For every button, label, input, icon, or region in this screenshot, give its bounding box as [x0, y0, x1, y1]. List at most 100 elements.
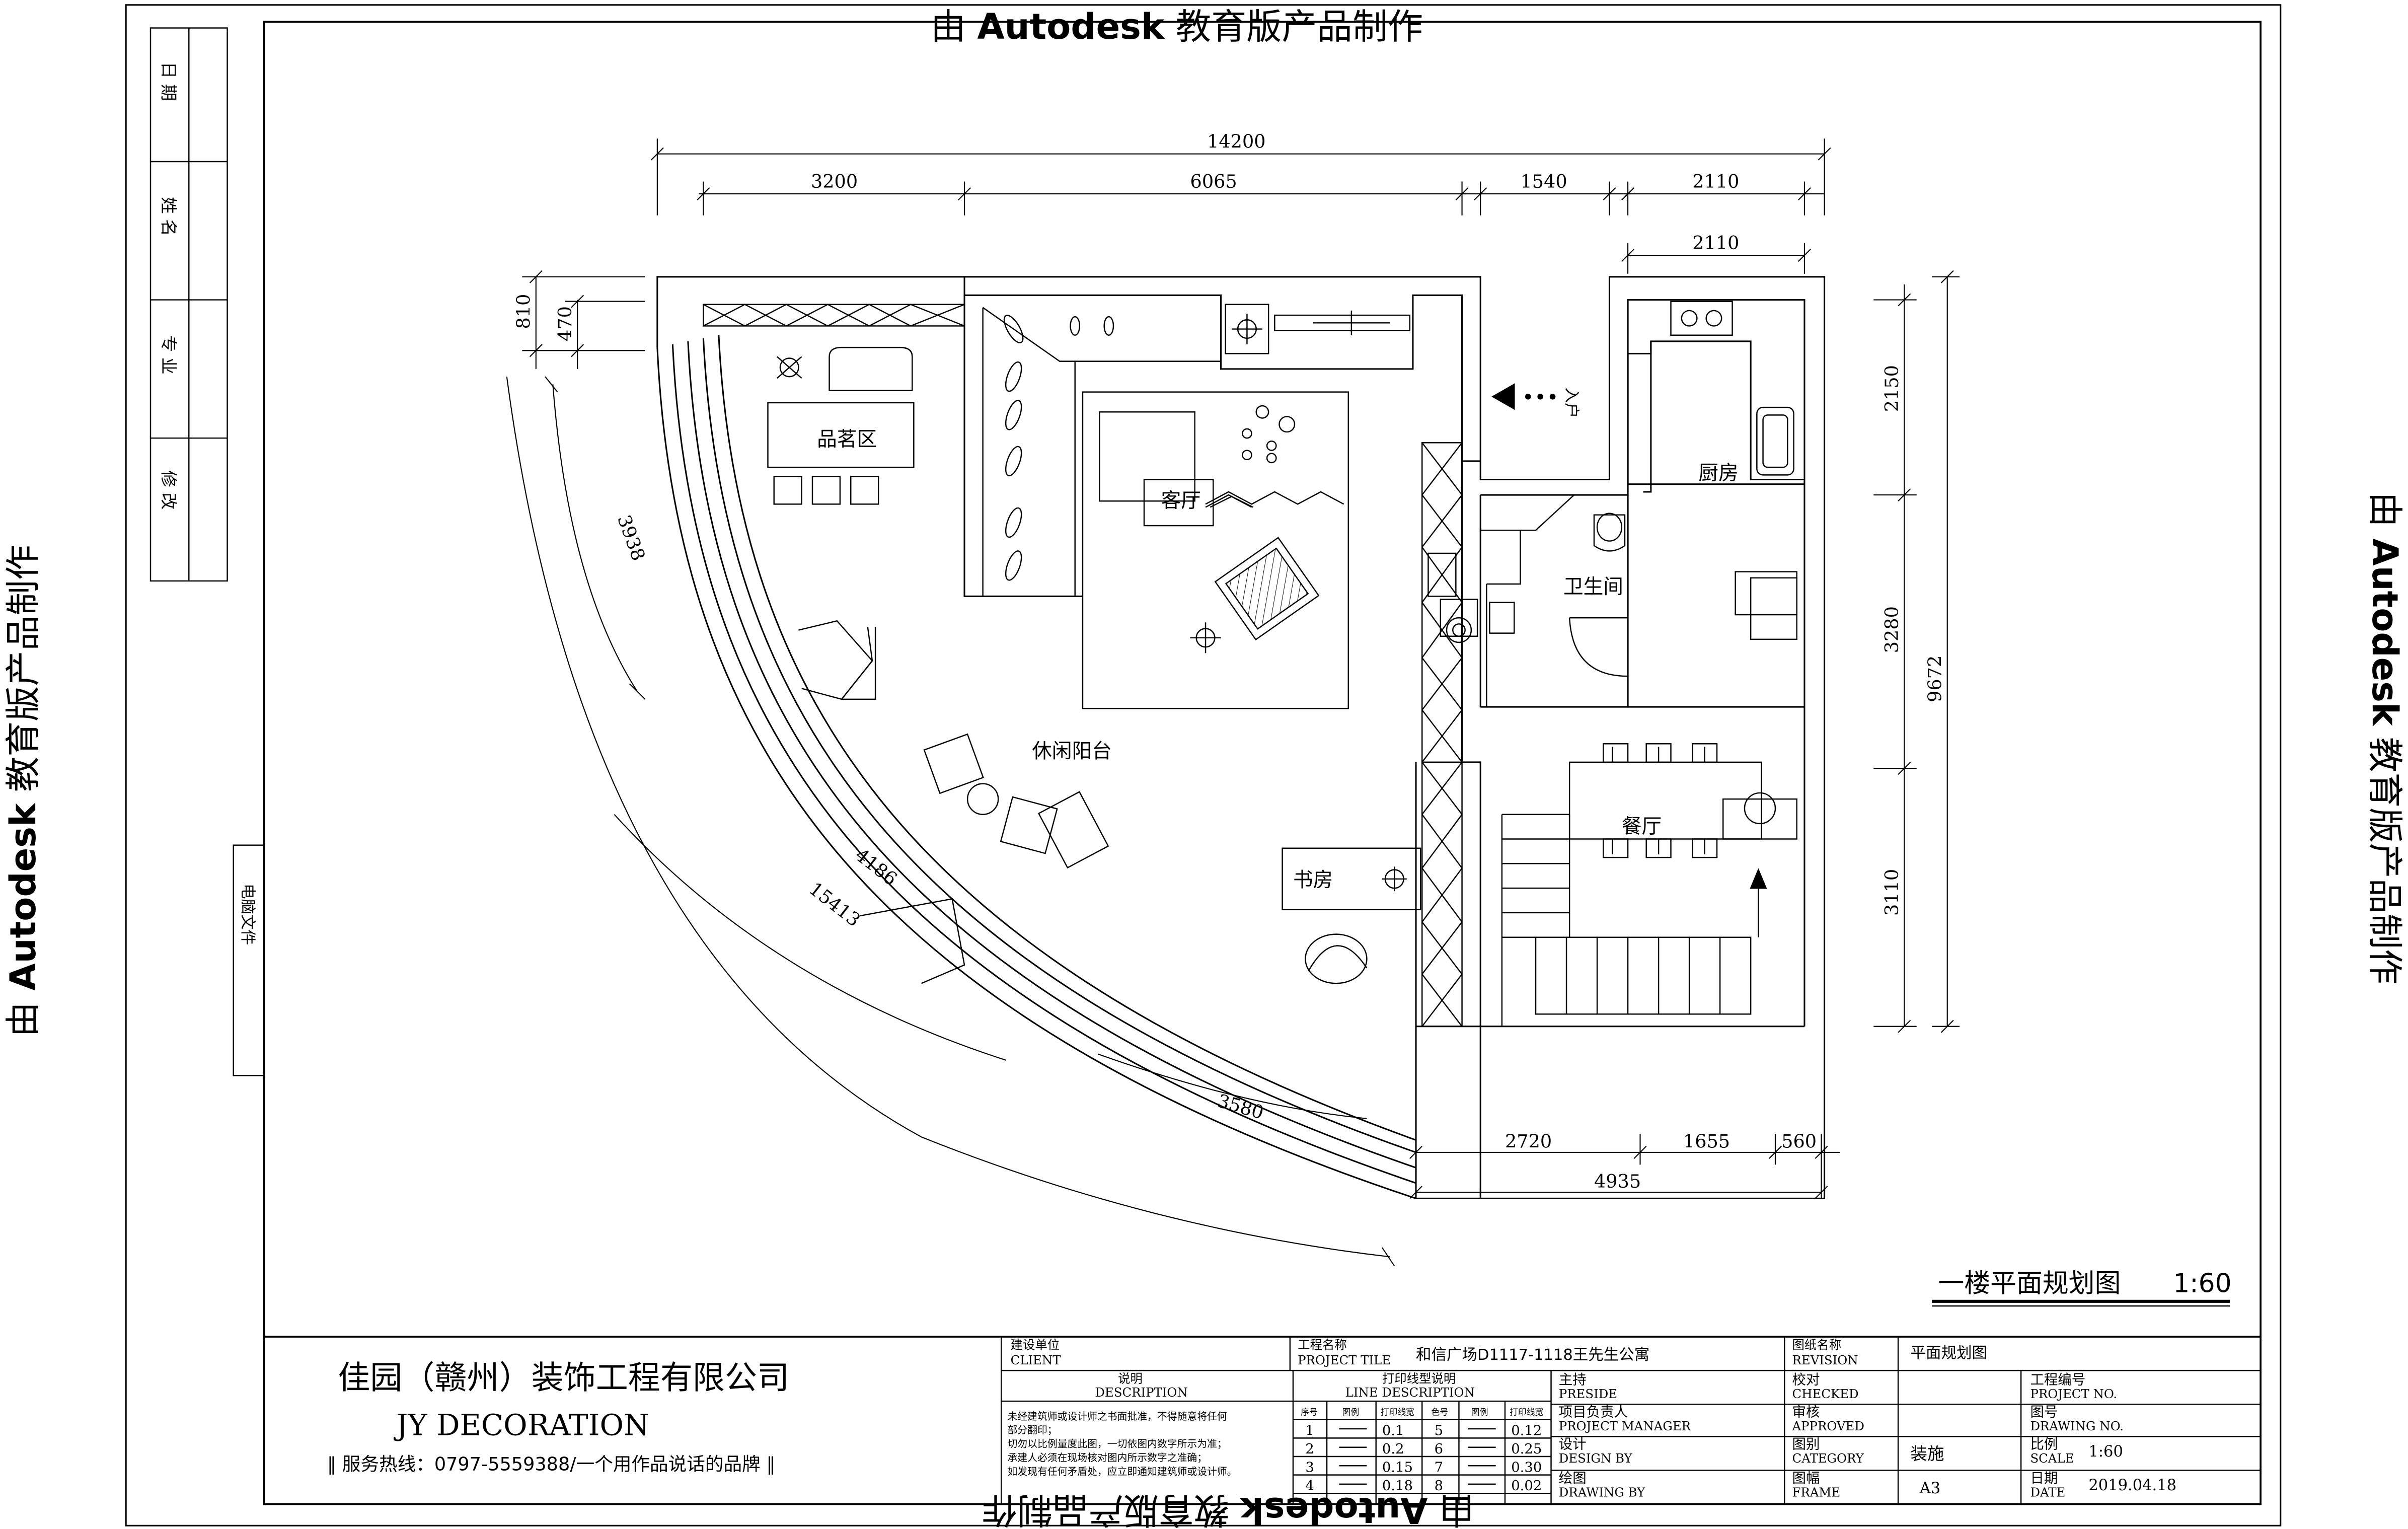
strip-label-date: 日 期: [159, 62, 178, 101]
living-room: [982, 295, 1411, 709]
dim-bottom-total: 4935: [1594, 1171, 1641, 1192]
drawing-title: 一楼平面规划图: [1938, 1269, 2121, 1299]
svg-text:5: 5: [1435, 1423, 1443, 1438]
svg-text:0.1: 0.1: [1382, 1423, 1404, 1438]
svg-text:DRAWING NO.: DRAWING NO.: [2030, 1419, 2124, 1433]
svg-text:DRAWING BY: DRAWING BY: [1559, 1485, 1645, 1499]
dim-right-total: 9672: [1924, 656, 1945, 702]
svg-text:项目负责人: 项目负责人: [1559, 1405, 1628, 1420]
top-cabinet: [703, 304, 965, 327]
frame-value: A3: [1919, 1480, 1940, 1497]
dim-top-4: 2110: [1692, 171, 1739, 192]
svg-text:由 Autodesk 教育版产品制作: 由 Autodesk 教育版产品制作: [2364, 492, 2405, 984]
drawing-name: 平面规划图: [1910, 1345, 1987, 1362]
date-value: 2019.04.18: [2088, 1477, 2176, 1494]
room-label-dining: 餐厅: [1622, 815, 1662, 838]
watermark-top: 由 Autodesk 教育版产品制作: [931, 6, 1423, 47]
svg-text:工程编号: 工程编号: [2030, 1372, 2085, 1388]
strip-label-name: 姓 名: [159, 197, 178, 236]
svg-text:绘图: 绘图: [1559, 1471, 1587, 1486]
room-label-living: 客厅: [1161, 489, 1201, 512]
svg-text:校对: 校对: [1792, 1372, 1820, 1388]
svg-text:图纸名称: 图纸名称: [1792, 1337, 1842, 1352]
svg-text:切勿以比例量度此图，一切依图内数字所示为准；: 切勿以比例量度此图，一切依图内数字所示为准；: [1007, 1438, 1227, 1450]
svg-text:SCALE: SCALE: [2030, 1451, 2074, 1466]
service-fixtures: [1421, 301, 1797, 1027]
walls: [656, 276, 1826, 1199]
dim-bottom-1: 2720: [1505, 1131, 1552, 1152]
svg-text:PROJECT TILE: PROJECT TILE: [1298, 1353, 1391, 1367]
room-label-kitchen: 厨房: [1698, 462, 1738, 485]
svg-text:图例: 图例: [1342, 1407, 1360, 1417]
svg-text:4: 4: [1305, 1478, 1314, 1494]
dim-left-2: 470: [554, 306, 576, 341]
company-name-cn: 佳园（赣州）装饰工程有限公司: [338, 1360, 789, 1397]
title-block-company: 佳园（赣州）装饰工程有限公司 JY DECORATION ‖ 服务热线：0797…: [327, 1360, 789, 1475]
project-name: 和信广场D1117-1118王先生公寓: [1416, 1346, 1649, 1364]
svg-text:8: 8: [1435, 1478, 1443, 1494]
svg-text:由 Autodesk 教育版产品制作: 由 Autodesk 教育版产品制作: [982, 1489, 1474, 1529]
svg-text:7: 7: [1435, 1460, 1443, 1475]
room-label-tea: 品茗区: [817, 427, 877, 451]
room-label-study: 书房: [1293, 868, 1333, 892]
svg-text:打印线宽: 打印线宽: [1381, 1407, 1414, 1417]
svg-text:DESIGN BY: DESIGN BY: [1559, 1451, 1633, 1466]
drawing-scale: 1:60: [2173, 1269, 2231, 1299]
svg-text:建设单位: 建设单位: [1011, 1337, 1060, 1352]
svg-text:FRAME: FRAME: [1792, 1485, 1841, 1499]
svg-text:未经建筑师或设计师之书面批准，不得随意将任何: 未经建筑师或设计师之书面批准，不得随意将任何: [1007, 1411, 1227, 1422]
watermark-right: 由 Autodesk 教育版产品制作: [2364, 492, 2405, 984]
svg-text:部分翻印；: 部分翻印；: [1007, 1424, 1057, 1436]
watermark-bottom: 由 Autodesk 教育版产品制作: [982, 1489, 1474, 1529]
room-labels: 品茗区 客厅 厨房 卫生间 休闲阳台 餐厅 书房 入户: [817, 387, 1739, 892]
svg-text:由 Autodesk 教育版产品制作: 由 Autodesk 教育版产品制作: [3, 545, 44, 1037]
dim-arc-1: 3938: [613, 512, 649, 563]
svg-text:比例: 比例: [2030, 1437, 2058, 1452]
room-label-bath: 卫生间: [1563, 575, 1623, 598]
tea-area: [767, 346, 915, 505]
svg-text:0.02: 0.02: [1511, 1478, 1542, 1494]
dim-bottom-3: 560: [1781, 1131, 1817, 1152]
svg-text:0.15: 0.15: [1382, 1460, 1413, 1475]
svg-text:打印线宽: 打印线宽: [1510, 1407, 1543, 1417]
svg-text:PROJECT MANAGER: PROJECT MANAGER: [1559, 1419, 1691, 1433]
svg-text:2: 2: [1305, 1441, 1314, 1457]
svg-text:0.25: 0.25: [1511, 1441, 1542, 1457]
strip-label-major: 专 业: [159, 335, 178, 375]
room-label-balcony: 休闲阳台: [1032, 740, 1112, 763]
svg-text:审核: 审核: [1792, 1405, 1820, 1420]
svg-text:设计: 设计: [1559, 1437, 1587, 1452]
svg-text:APPROVED: APPROVED: [1792, 1419, 1864, 1433]
svg-text:DATE: DATE: [2030, 1485, 2065, 1499]
svg-text:色号: 色号: [1432, 1407, 1449, 1417]
svg-text:0.12: 0.12: [1511, 1423, 1542, 1438]
left-strip-labels: 日 期 姓 名 专 业 修 改 电脑文件: [159, 62, 256, 945]
title-block-text: 建设单位 CLIENT 工程名称 PROJECT TILE 和信广场D1117-…: [1007, 1337, 2176, 1499]
svg-text:图别: 图别: [1792, 1437, 1820, 1452]
svg-text:图幅: 图幅: [1792, 1471, 1820, 1486]
svg-text:如发现有任何矛盾处，应立即通知建筑师或设计师。: 如发现有任何矛盾处，应立即通知建筑师或设计师。: [1007, 1466, 1237, 1478]
room-label-entrance: 入户: [1562, 387, 1580, 418]
dim-top-total: 14200: [1207, 131, 1265, 153]
svg-text:0.18: 0.18: [1382, 1478, 1413, 1494]
dim-right-2: 3280: [1881, 606, 1903, 653]
balcony-study: [798, 491, 1421, 984]
dim-arc-3: 15413: [805, 878, 864, 931]
dim-left-1: 810: [513, 294, 535, 329]
svg-text:DESCRIPTION: DESCRIPTION: [1095, 1385, 1187, 1400]
svg-text:PROJECT NO.: PROJECT NO.: [2030, 1387, 2117, 1401]
svg-text:由 Autodesk 教育版产品制作: 由 Autodesk 教育版产品制作: [931, 6, 1423, 47]
sheet-border: [125, 4, 2282, 1526]
category-value: 装施: [1910, 1444, 1944, 1464]
arc-dimensions: [506, 376, 1395, 1267]
svg-text:工程名称: 工程名称: [1298, 1337, 1347, 1352]
company-name-en: JY DECORATION: [394, 1408, 649, 1442]
svg-text:日期: 日期: [2030, 1471, 2058, 1486]
svg-text:主持: 主持: [1559, 1372, 1587, 1388]
svg-text:CATEGORY: CATEGORY: [1792, 1451, 1864, 1466]
company-hotline: ‖ 服务热线：0797-5559388/一个用作品说话的品牌 ‖: [327, 1453, 776, 1475]
svg-text:1: 1: [1305, 1423, 1314, 1438]
svg-text:CLIENT: CLIENT: [1011, 1353, 1062, 1367]
svg-text:承建人必须在现场核对图内所示数字之准确；: 承建人必须在现场核对图内所示数字之准确；: [1007, 1452, 1207, 1464]
